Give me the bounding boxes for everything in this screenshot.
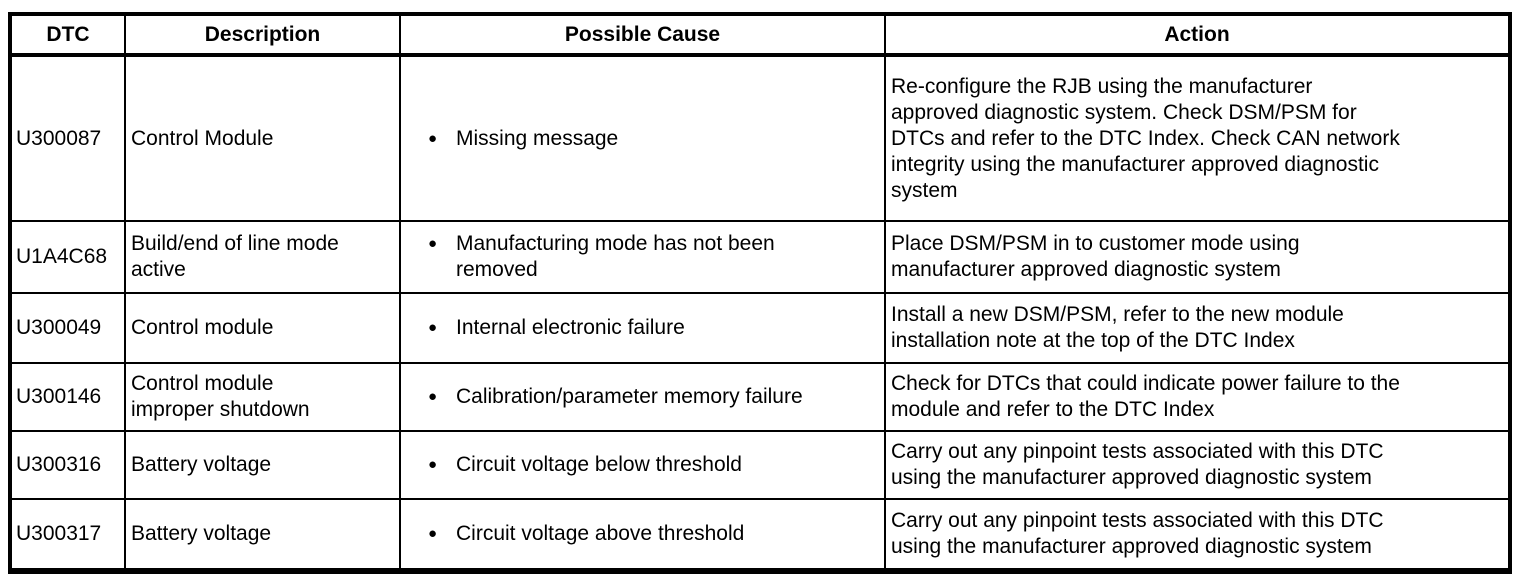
dtc-code-cell: U300146 [9,362,126,432]
possible-cause-cell: ● Calibration/parameter memory failure [399,362,886,432]
column-header-action: Action [884,13,1511,57]
action-cell: Check for DTCs that could indicate power… [884,362,1511,432]
dtc-code-cell: U300049 [9,292,126,364]
cause-text: Calibration/parameter memory failure [456,385,803,408]
column-header-possible-cause: Possible Cause [399,13,886,57]
possible-cause-cell: ● Circuit voltage above threshold [399,498,886,572]
table-row: U300087 Control Module ●Missing message … [9,54,1511,222]
cause-item: ● Internal electronic failure [402,315,880,341]
cause-item: ● Manufacturing mode has not been removed [402,231,880,283]
column-header-dtc: DTC [9,13,126,57]
action-cell: Re-configure the RJB using the manufactu… [884,54,1511,222]
dtc-code-cell: U1A4C68 [9,220,126,294]
cause-text: Manufacturing mode has not been removed [456,232,775,281]
description-cell: Control module [124,292,401,364]
bullet-icon: ● [428,319,438,336]
bullet-icon: ● [428,235,438,252]
possible-cause-cell: ● Missing message [399,54,886,222]
dtc-code-cell: U300317 [9,498,126,572]
description-cell: Control Module [124,54,401,222]
action-cell: Carry out any pinpoint tests associated … [884,498,1511,572]
action-cell: Place DSM/PSM in to customer mode using … [884,220,1511,294]
possible-cause-cell: ● Internal electronic failure [399,292,886,364]
action-cell: Install a new DSM/PSM, refer to the new … [884,292,1511,364]
bullet-icon: ● [428,525,438,542]
dtc-code-cell: U300316 [9,430,126,500]
table-row: U300146 Control module improper shutdown… [9,362,1511,432]
cause-text: Internal electronic failure [456,316,685,339]
possible-cause-cell: ● Circuit voltage below threshold [399,430,886,500]
description-cell: Build/end of line mode active [124,220,401,294]
table-row: U300317 Battery voltage ● Circuit voltage… [9,498,1511,572]
bullet-icon: ● [428,129,438,147]
table-row: U1A4C68 Build/end of line mode active ● M… [9,220,1511,294]
cause-item: ● Calibration/parameter memory failure [402,384,880,410]
table-body: U300087 Control Module ●Missing message … [9,54,1511,572]
column-header-description: Description [124,13,401,57]
table-header-row: DTC Description Possible Cause Action [9,13,1511,57]
dtc-table-container: DTC Description Possible Cause Action U3… [8,12,1512,574]
description-cell: Battery voltage [124,498,401,572]
dtc-table: DTC Description Possible Cause Action U3… [8,12,1512,574]
table-row: U300049 Control module ● Internal electro… [9,292,1511,364]
action-cell: Carry out any pinpoint tests associated … [884,430,1511,500]
bullet-icon: ● [428,456,438,473]
description-cell: Control module improper shutdown [124,362,401,432]
cause-item: ● Circuit voltage above threshold [402,521,880,547]
cause-text: Circuit voltage above threshold [456,522,745,545]
cause-item: ● Missing message [402,126,880,152]
description-cell: Battery voltage [124,430,401,500]
cause-text: Circuit voltage below threshold [456,453,742,476]
dtc-code-cell: U300087 [9,54,126,222]
bullet-icon: ● [428,388,438,405]
cause-text: Missing message [456,126,619,150]
possible-cause-cell: ● Manufacturing mode has not been removed [399,220,886,294]
cause-item: ● Circuit voltage below threshold [402,452,880,478]
table-row: U300316 Battery voltage ● Circuit voltage… [9,430,1511,500]
